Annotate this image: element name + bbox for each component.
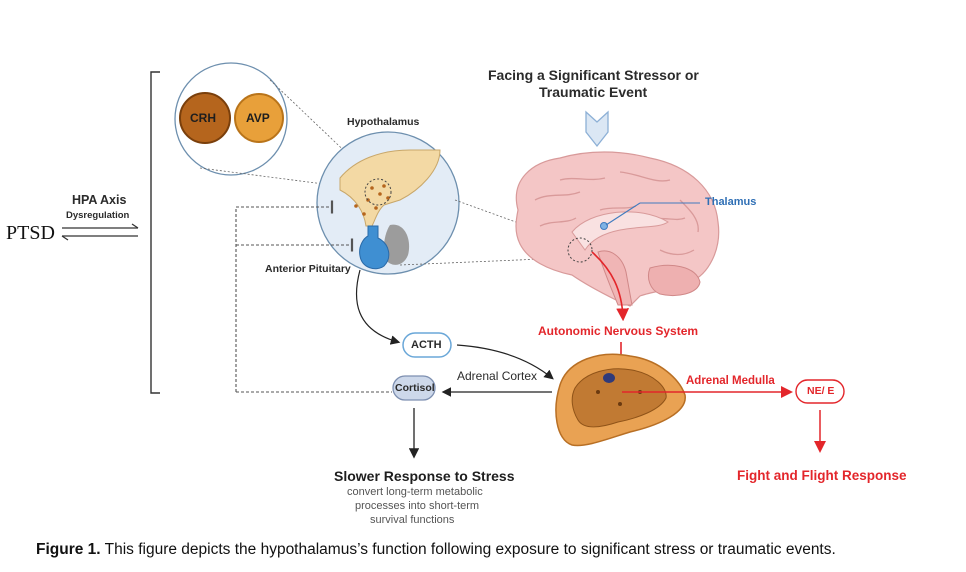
posterior-pituitary (383, 224, 410, 265)
cortisol-label: Cortisol (395, 382, 435, 394)
stressor-chevron-icon (585, 110, 609, 148)
fight-flight-label: Fight and Flight Response (737, 468, 907, 483)
adrenal-gland (555, 353, 686, 447)
adrenal-cortex-label: Adrenal Cortex (457, 369, 538, 383)
dysregulation-label: Dysregulation (66, 210, 130, 221)
ne-e-label: NE/ E (807, 385, 835, 397)
figure-caption-text: This figure depicts the hypothalamus’s f… (100, 541, 836, 558)
figure-caption-label: Figure 1. (36, 541, 101, 558)
brain (515, 151, 720, 307)
acth-pill (402, 332, 452, 358)
anterior-pituitary-shape (359, 225, 390, 270)
crh-circle (179, 92, 231, 144)
avp-label: AVP (246, 111, 270, 125)
slower-response-line3: survival functions (370, 514, 455, 526)
crh-avp-zoom-circle (174, 62, 288, 176)
acth-label: ACTH (411, 339, 442, 351)
stressor-title-line1: Facing a Significant Stressor or (488, 67, 699, 83)
crh-label: CRH (190, 111, 216, 125)
figure-caption: Figure 1. This figure depicts the hypoth… (36, 541, 836, 559)
autonomic-nervous-system-label: Autonomic Nervous System (538, 324, 699, 338)
slower-response-line1: convert long-term metabolic (347, 486, 483, 498)
thalamus-pointer (605, 202, 641, 226)
hypothalamus-label: Hypothalamus (347, 116, 420, 128)
stressor-title-line2: Traumatic Event (539, 84, 648, 100)
acth-to-adrenal-arrow (456, 344, 554, 380)
slower-response-line2: processes into short-term (355, 500, 480, 512)
thalamus-label: Thalamus (705, 196, 757, 208)
anterior-pituitary-label: Anterior Pituitary (265, 263, 351, 275)
avp-circle (234, 93, 284, 143)
adrenal-medulla-label: Adrenal Medulla (686, 375, 775, 387)
ptsd-label: PTSD (6, 222, 55, 244)
feedback-line-hypothalamus (235, 200, 334, 392)
hormone-dots (354, 184, 390, 216)
ptsd-double-arrow (61, 223, 139, 241)
hypothalamus-highlight (364, 178, 392, 206)
slower-response-title: Slower Response to Stress (334, 468, 515, 484)
ans-arrow (591, 251, 630, 322)
pituitary-to-acth-arrow (355, 269, 401, 345)
cortisol-pill (392, 375, 436, 401)
hpa-bracket (150, 71, 160, 394)
hpa-axis-label: HPA Axis (72, 193, 127, 207)
ne-e-pill (795, 379, 845, 404)
